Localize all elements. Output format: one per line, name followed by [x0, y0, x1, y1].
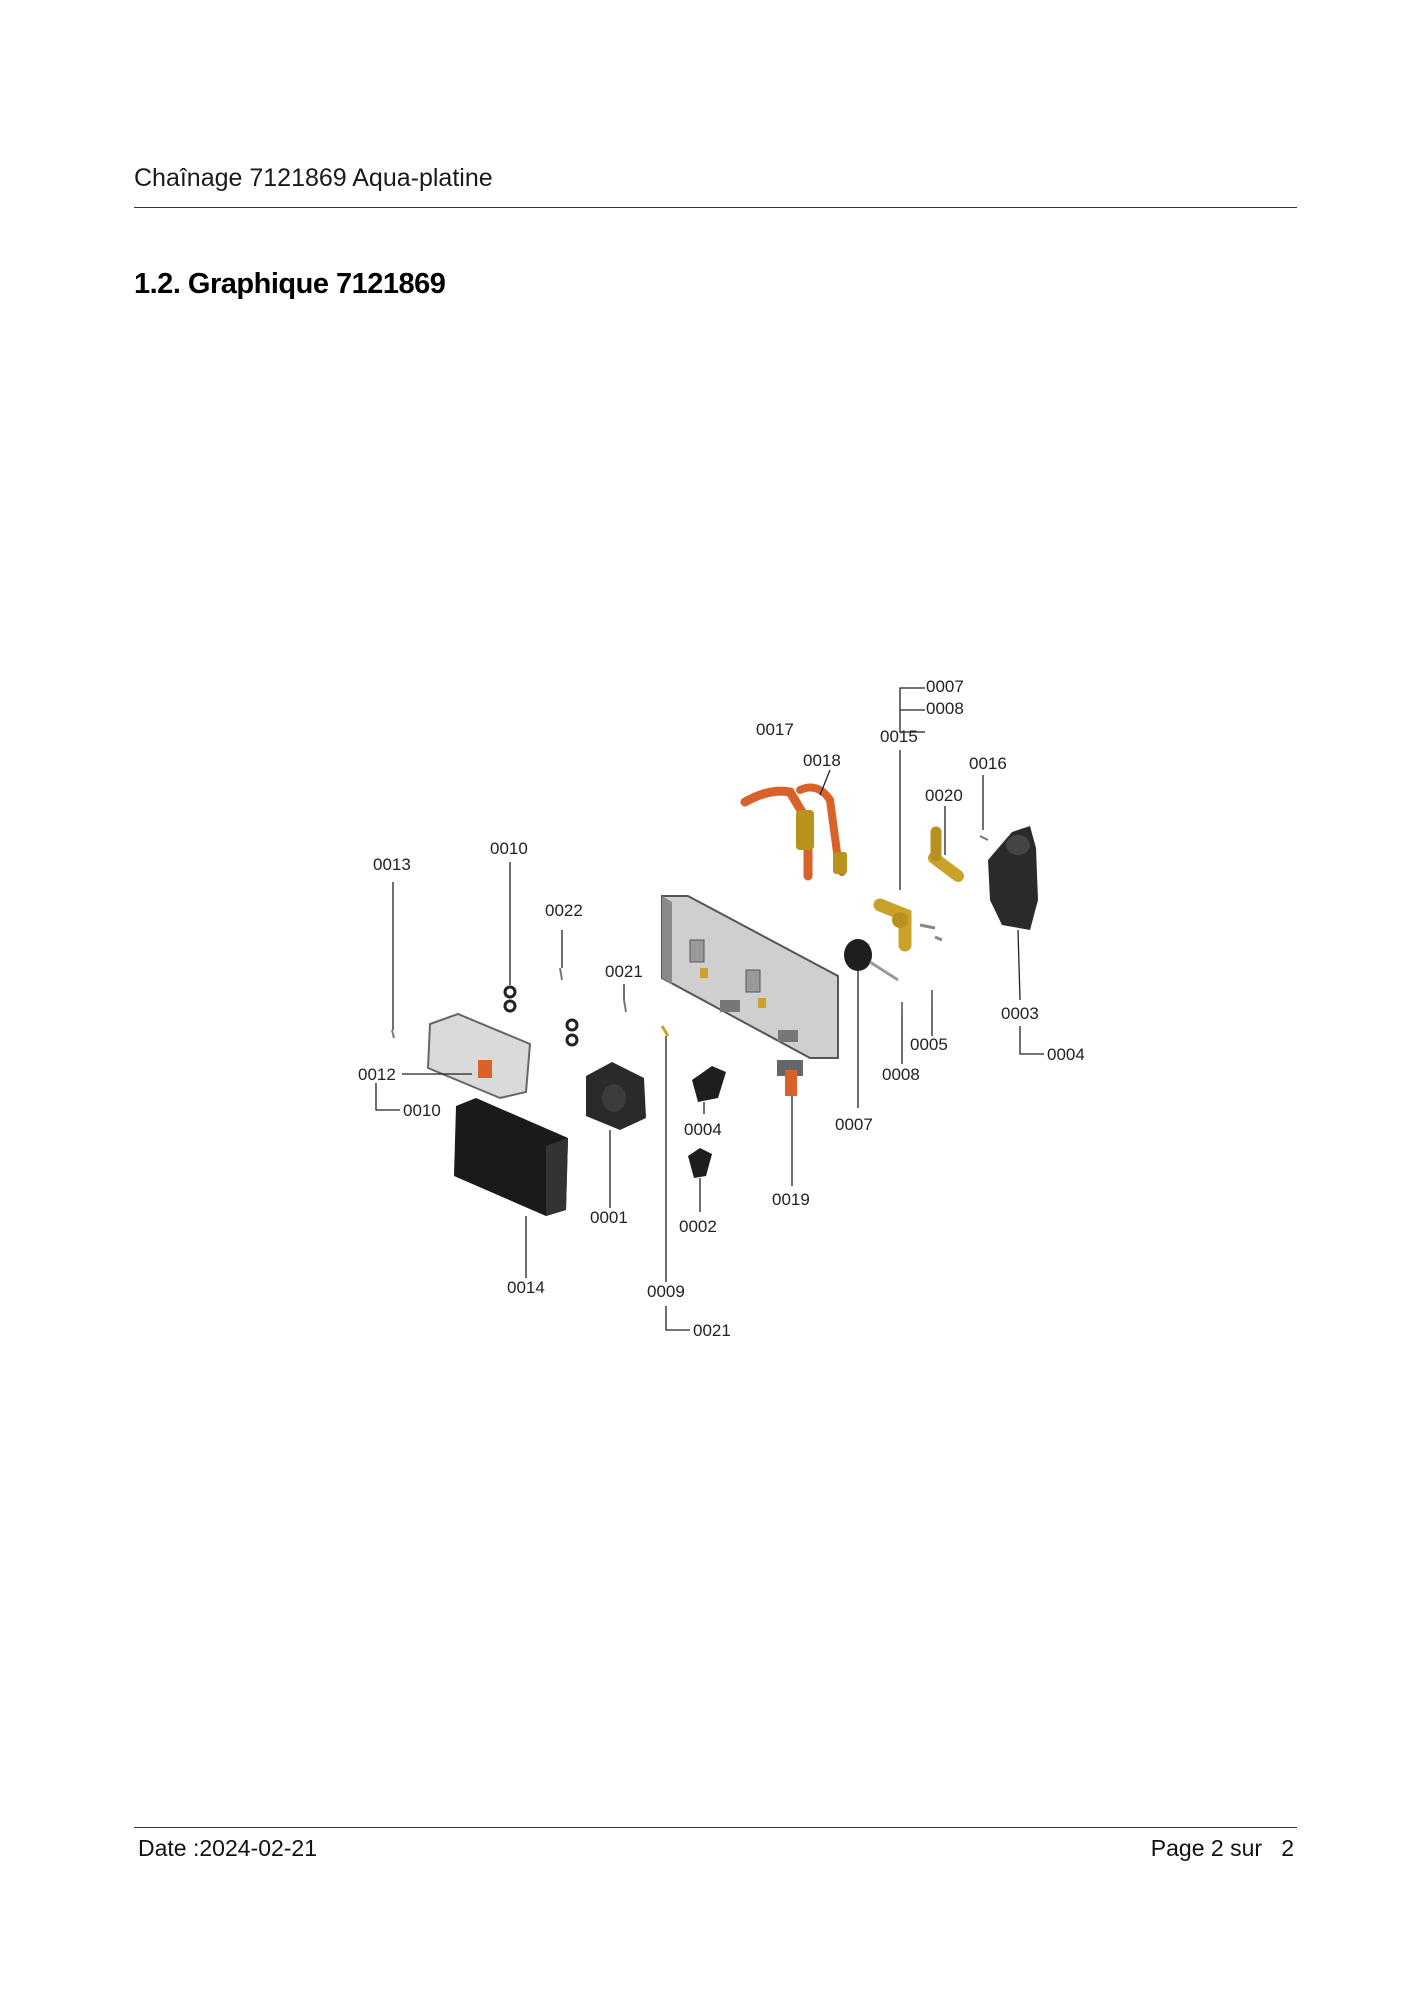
copper-pipe-part [740, 783, 847, 881]
callout-label: 0002 [679, 1217, 717, 1236]
callout-label: 0019 [772, 1190, 810, 1209]
light-housing-part [426, 1012, 532, 1100]
callout-label: 0017 [756, 720, 794, 739]
callout-label: 0007 [926, 677, 964, 696]
callout-labels: 0007 0008 0017 0015 0018 0016 0020 0013 … [358, 677, 1085, 1340]
callout-label: 0020 [925, 786, 963, 805]
o-rings-part [503, 985, 579, 1047]
footer-date: Date :2024-02-21 [138, 1835, 318, 1861]
orange-valve-part [777, 1060, 803, 1096]
brass-valve-part [873, 898, 943, 952]
black-fittings-part [688, 1066, 726, 1178]
leader-lines [375, 687, 1044, 1331]
callout-label: 0015 [880, 727, 918, 746]
callout-label: 0021 [693, 1321, 731, 1340]
callout-label: 0004 [1047, 1045, 1085, 1064]
callout-label: 0003 [1001, 1004, 1039, 1023]
section-title: 1.2. Graphique 7121869 [134, 268, 446, 300]
callout-label: 0010 [403, 1101, 441, 1120]
callout-label: 0022 [545, 901, 583, 920]
page-label: Page 2 sur [1150, 1835, 1263, 1861]
callout-label: 0005 [910, 1035, 948, 1054]
motor-cap-part [844, 939, 899, 982]
callout-label: 0009 [647, 1282, 685, 1301]
screws-part [391, 967, 933, 1039]
callout-label: 0012 [358, 1065, 396, 1084]
callout-label: 0004 [684, 1120, 722, 1139]
mounting-frame-part [661, 895, 839, 1059]
callout-label: 0007 [835, 1115, 873, 1134]
header-divider [134, 207, 1297, 208]
pump-motor-part [586, 1062, 646, 1130]
callout-label: 0014 [507, 1278, 545, 1297]
callout-label: 0010 [490, 839, 528, 858]
callout-label: 0008 [882, 1065, 920, 1084]
brass-elbow-part [928, 826, 964, 882]
footer-divider [134, 1827, 1297, 1828]
callout-label: 0021 [605, 962, 643, 981]
footer-page-number: Page 2 sur 2 [1151, 1835, 1294, 1862]
pump-housing-part [979, 826, 1038, 930]
callout-label: 0008 [926, 699, 964, 718]
callout-label: 0018 [803, 751, 841, 770]
black-cover-part [454, 1098, 568, 1216]
document-header-title: Chaînage 7121869 Aqua-platine [134, 164, 493, 192]
callout-label: 0001 [590, 1208, 628, 1227]
callout-label: 0016 [969, 754, 1007, 773]
page-total: 2 [1281, 1835, 1294, 1861]
callout-label: 0013 [373, 855, 411, 874]
